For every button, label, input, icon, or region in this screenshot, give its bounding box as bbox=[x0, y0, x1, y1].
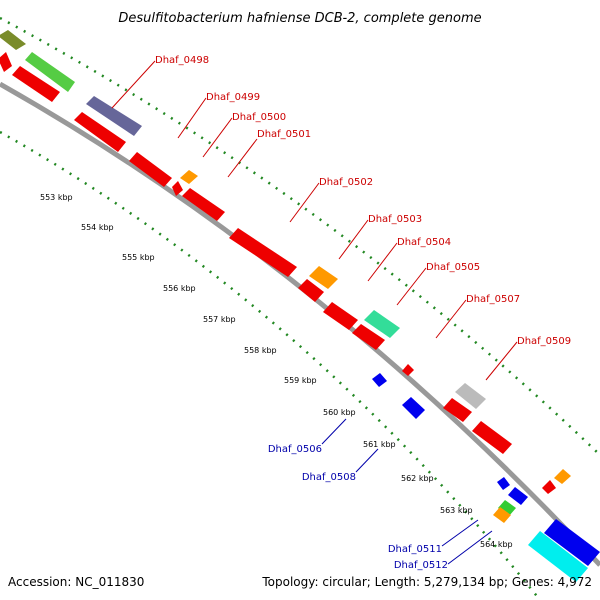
gene-label-0509[interactable]: Dhaf_0509 bbox=[517, 336, 571, 347]
scale-tick-label: 556 kbp bbox=[163, 284, 196, 293]
gene-red-0504 bbox=[323, 302, 358, 330]
scale-tick-label: 560 kbp bbox=[323, 408, 356, 417]
scale-tick-label: 561 kbp bbox=[363, 440, 396, 449]
gene-label-0506[interactable]: Dhaf_0506 bbox=[268, 444, 322, 455]
gene-red-0507 bbox=[402, 364, 414, 376]
leader-0500 bbox=[202, 117, 233, 158]
feature-orange-0503 bbox=[309, 266, 338, 289]
leader-0505 bbox=[396, 267, 427, 306]
leader-0501 bbox=[227, 138, 258, 178]
feature-purple bbox=[86, 96, 142, 136]
gene-label-0511[interactable]: Dhaf_0511 bbox=[388, 544, 442, 555]
gene-label-0503[interactable]: Dhaf_0503 bbox=[368, 214, 422, 225]
gene-label-0498[interactable]: Dhaf_0498 bbox=[155, 55, 209, 66]
leader-0507 bbox=[435, 299, 467, 339]
gene-label-0508[interactable]: Dhaf_0508 bbox=[302, 472, 356, 483]
scale-tick-label: 557 kbp bbox=[203, 315, 236, 324]
scale-tick-label: 553 kbp bbox=[40, 193, 73, 202]
leader-0502 bbox=[289, 182, 320, 223]
scale-tick-label: 554 kbp bbox=[81, 223, 114, 232]
gene-red-0510 bbox=[472, 421, 512, 454]
gene-blue-0508 bbox=[402, 397, 425, 419]
gene-label-0505[interactable]: Dhaf_0505 bbox=[426, 262, 480, 273]
feature-olive bbox=[0, 30, 26, 50]
gene-red-0499 bbox=[129, 152, 172, 187]
gene-label-0500[interactable]: Dhaf_0500 bbox=[232, 112, 286, 123]
feature-gray-0509 bbox=[455, 383, 486, 409]
leader-0512 bbox=[447, 530, 493, 565]
leader-0509 bbox=[485, 341, 518, 381]
gene-label-0501[interactable]: Dhaf_0501 bbox=[257, 129, 311, 140]
gene-red-0500 bbox=[172, 181, 183, 196]
accession-text: Accession: NC_011830 bbox=[8, 575, 144, 589]
gene-red-0505 bbox=[352, 324, 385, 350]
gene-label-0512[interactable]: Dhaf_0512 bbox=[394, 560, 448, 571]
gene-green-small bbox=[498, 500, 516, 516]
leader-0504 bbox=[367, 242, 398, 282]
scale-tick-label: 555 kbp bbox=[122, 253, 155, 262]
gene-red-0498 bbox=[74, 112, 126, 152]
gene-red-0509 bbox=[443, 398, 472, 422]
gene-blue-0511 bbox=[508, 487, 528, 505]
gene-red-a bbox=[0, 52, 12, 72]
gene-red-0501 bbox=[182, 188, 225, 221]
feature-orange-0500 bbox=[180, 170, 198, 184]
gene-label-0499[interactable]: Dhaf_0499 bbox=[206, 92, 260, 103]
leader-0506 bbox=[321, 418, 347, 445]
leader-0498 bbox=[111, 60, 156, 109]
genome-summary-text: Topology: circular; Length: 5,279,134 bp… bbox=[261, 575, 592, 589]
feature-seagreen-0505 bbox=[364, 310, 400, 338]
gene-label-0502[interactable]: Dhaf_0502 bbox=[319, 177, 373, 188]
gene-cyan-large bbox=[528, 531, 588, 582]
gene-blue-0506 bbox=[372, 373, 387, 387]
gene-label-0504[interactable]: Dhaf_0504 bbox=[397, 237, 451, 248]
gene-orange-0512 bbox=[493, 507, 511, 523]
gene-label-0507[interactable]: Dhaf_0507 bbox=[466, 294, 520, 305]
leader-0503 bbox=[338, 219, 369, 260]
scale-tick-label: 563 kbp bbox=[440, 506, 473, 515]
outer-dotted-ring bbox=[0, 16, 600, 456]
gene-blue-large bbox=[544, 519, 600, 566]
gene-red-0503 bbox=[298, 279, 324, 302]
leader-0499 bbox=[177, 97, 207, 139]
gene-red-b bbox=[12, 66, 60, 102]
gene-blue-small bbox=[497, 477, 510, 490]
scale-tick-label: 562 kbp bbox=[401, 474, 434, 483]
page-title: Desulfitobacterium hafniense DCB-2, comp… bbox=[118, 11, 481, 26]
scale-tick-label: 559 kbp bbox=[284, 376, 317, 385]
feature-green bbox=[25, 52, 75, 92]
gene-red-far bbox=[542, 480, 556, 494]
leader-0511 bbox=[441, 519, 479, 547]
feature-orange-far bbox=[554, 469, 571, 484]
scale-tick-label: 564 kbp bbox=[480, 540, 513, 549]
scale-tick-label: 558 kbp bbox=[244, 346, 277, 355]
gene-red-0502 bbox=[229, 228, 297, 277]
inner-dotted-ring bbox=[0, 130, 541, 600]
leader-0508 bbox=[355, 448, 379, 473]
